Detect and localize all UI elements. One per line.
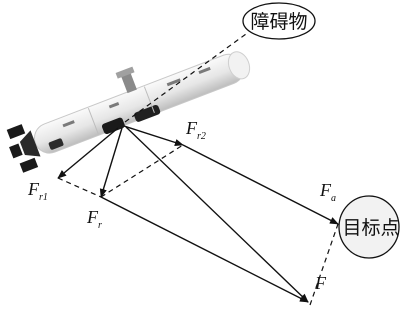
obstacle: 障碍物 bbox=[124, 2, 316, 123]
vector-fr2 bbox=[123, 125, 184, 146]
dashed-fr1-to-fr bbox=[57, 177, 102, 198]
underwater-vehicle bbox=[6, 51, 251, 173]
label-fr: Fr bbox=[86, 207, 102, 231]
label-f: F bbox=[314, 273, 327, 293]
vector-f bbox=[100, 196, 309, 303]
construction-lines bbox=[57, 144, 339, 306]
target-circle bbox=[338, 195, 400, 259]
obstacle-circle bbox=[242, 2, 316, 40]
dashed-fr-to-fr2 bbox=[100, 144, 184, 198]
target-label: 目标点 bbox=[342, 217, 399, 239]
force-vectors bbox=[57, 125, 339, 303]
label-fa: Fa bbox=[319, 180, 336, 204]
vector-fr bbox=[99, 127, 123, 198]
vector-fa-from-origin bbox=[125, 126, 309, 303]
force-labels: Fr1 Fr2 Fr Fa F bbox=[27, 118, 336, 293]
target: 目标点 bbox=[338, 195, 400, 259]
vector-fa bbox=[182, 144, 339, 225]
obstacle-label: 障碍物 bbox=[250, 11, 307, 33]
label-fr2: Fr2 bbox=[185, 118, 206, 142]
label-fr1: Fr1 bbox=[27, 179, 48, 203]
obstacle-dashed-line bbox=[124, 33, 247, 123]
vector-fr1 bbox=[57, 127, 119, 179]
